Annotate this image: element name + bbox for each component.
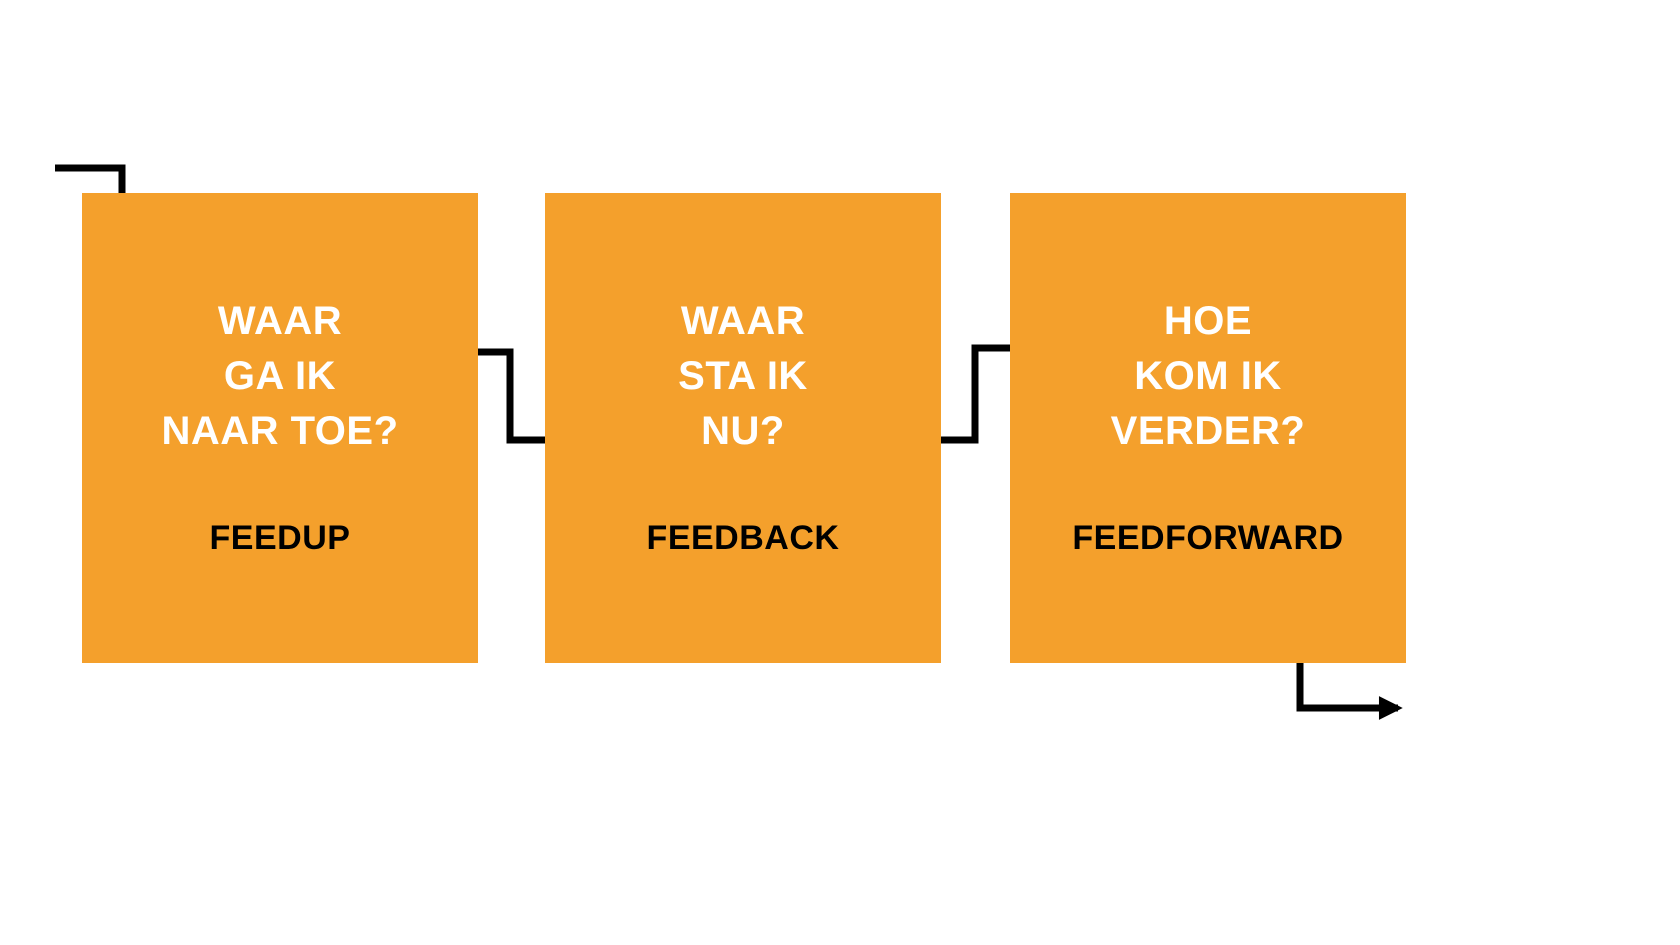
feedback-question: WAAR STA IK NU? — [545, 294, 941, 459]
feedforward-label: FEEDFORWARD — [1072, 519, 1344, 557]
question-line: KOM IK — [1134, 354, 1282, 398]
question-line: NU? — [701, 409, 785, 453]
question-line: STA IK — [678, 354, 808, 398]
feedforward-box: HOE KOM IK VERDER? FEEDFORWARD — [1010, 193, 1406, 663]
question-line: GA IK — [223, 354, 337, 398]
question-line: WAAR — [680, 299, 806, 343]
feedback-label: FEEDBACK — [646, 519, 840, 557]
feedforward-question: HOE KOM IK VERDER? — [1010, 294, 1406, 459]
question-line: WAAR — [217, 299, 343, 343]
feedup-label: FEEDUP — [209, 519, 351, 557]
feedup-box: WAAR GA IK NAAR TOE? FEEDUP — [82, 193, 478, 663]
question-line: NAAR TOE? — [161, 409, 399, 453]
question-line: HOE — [1163, 299, 1253, 343]
feedup-question: WAAR GA IK NAAR TOE? — [82, 294, 478, 459]
question-line: VERDER? — [1110, 409, 1306, 453]
feedback-box: WAAR STA IK NU? FEEDBACK — [545, 193, 941, 663]
